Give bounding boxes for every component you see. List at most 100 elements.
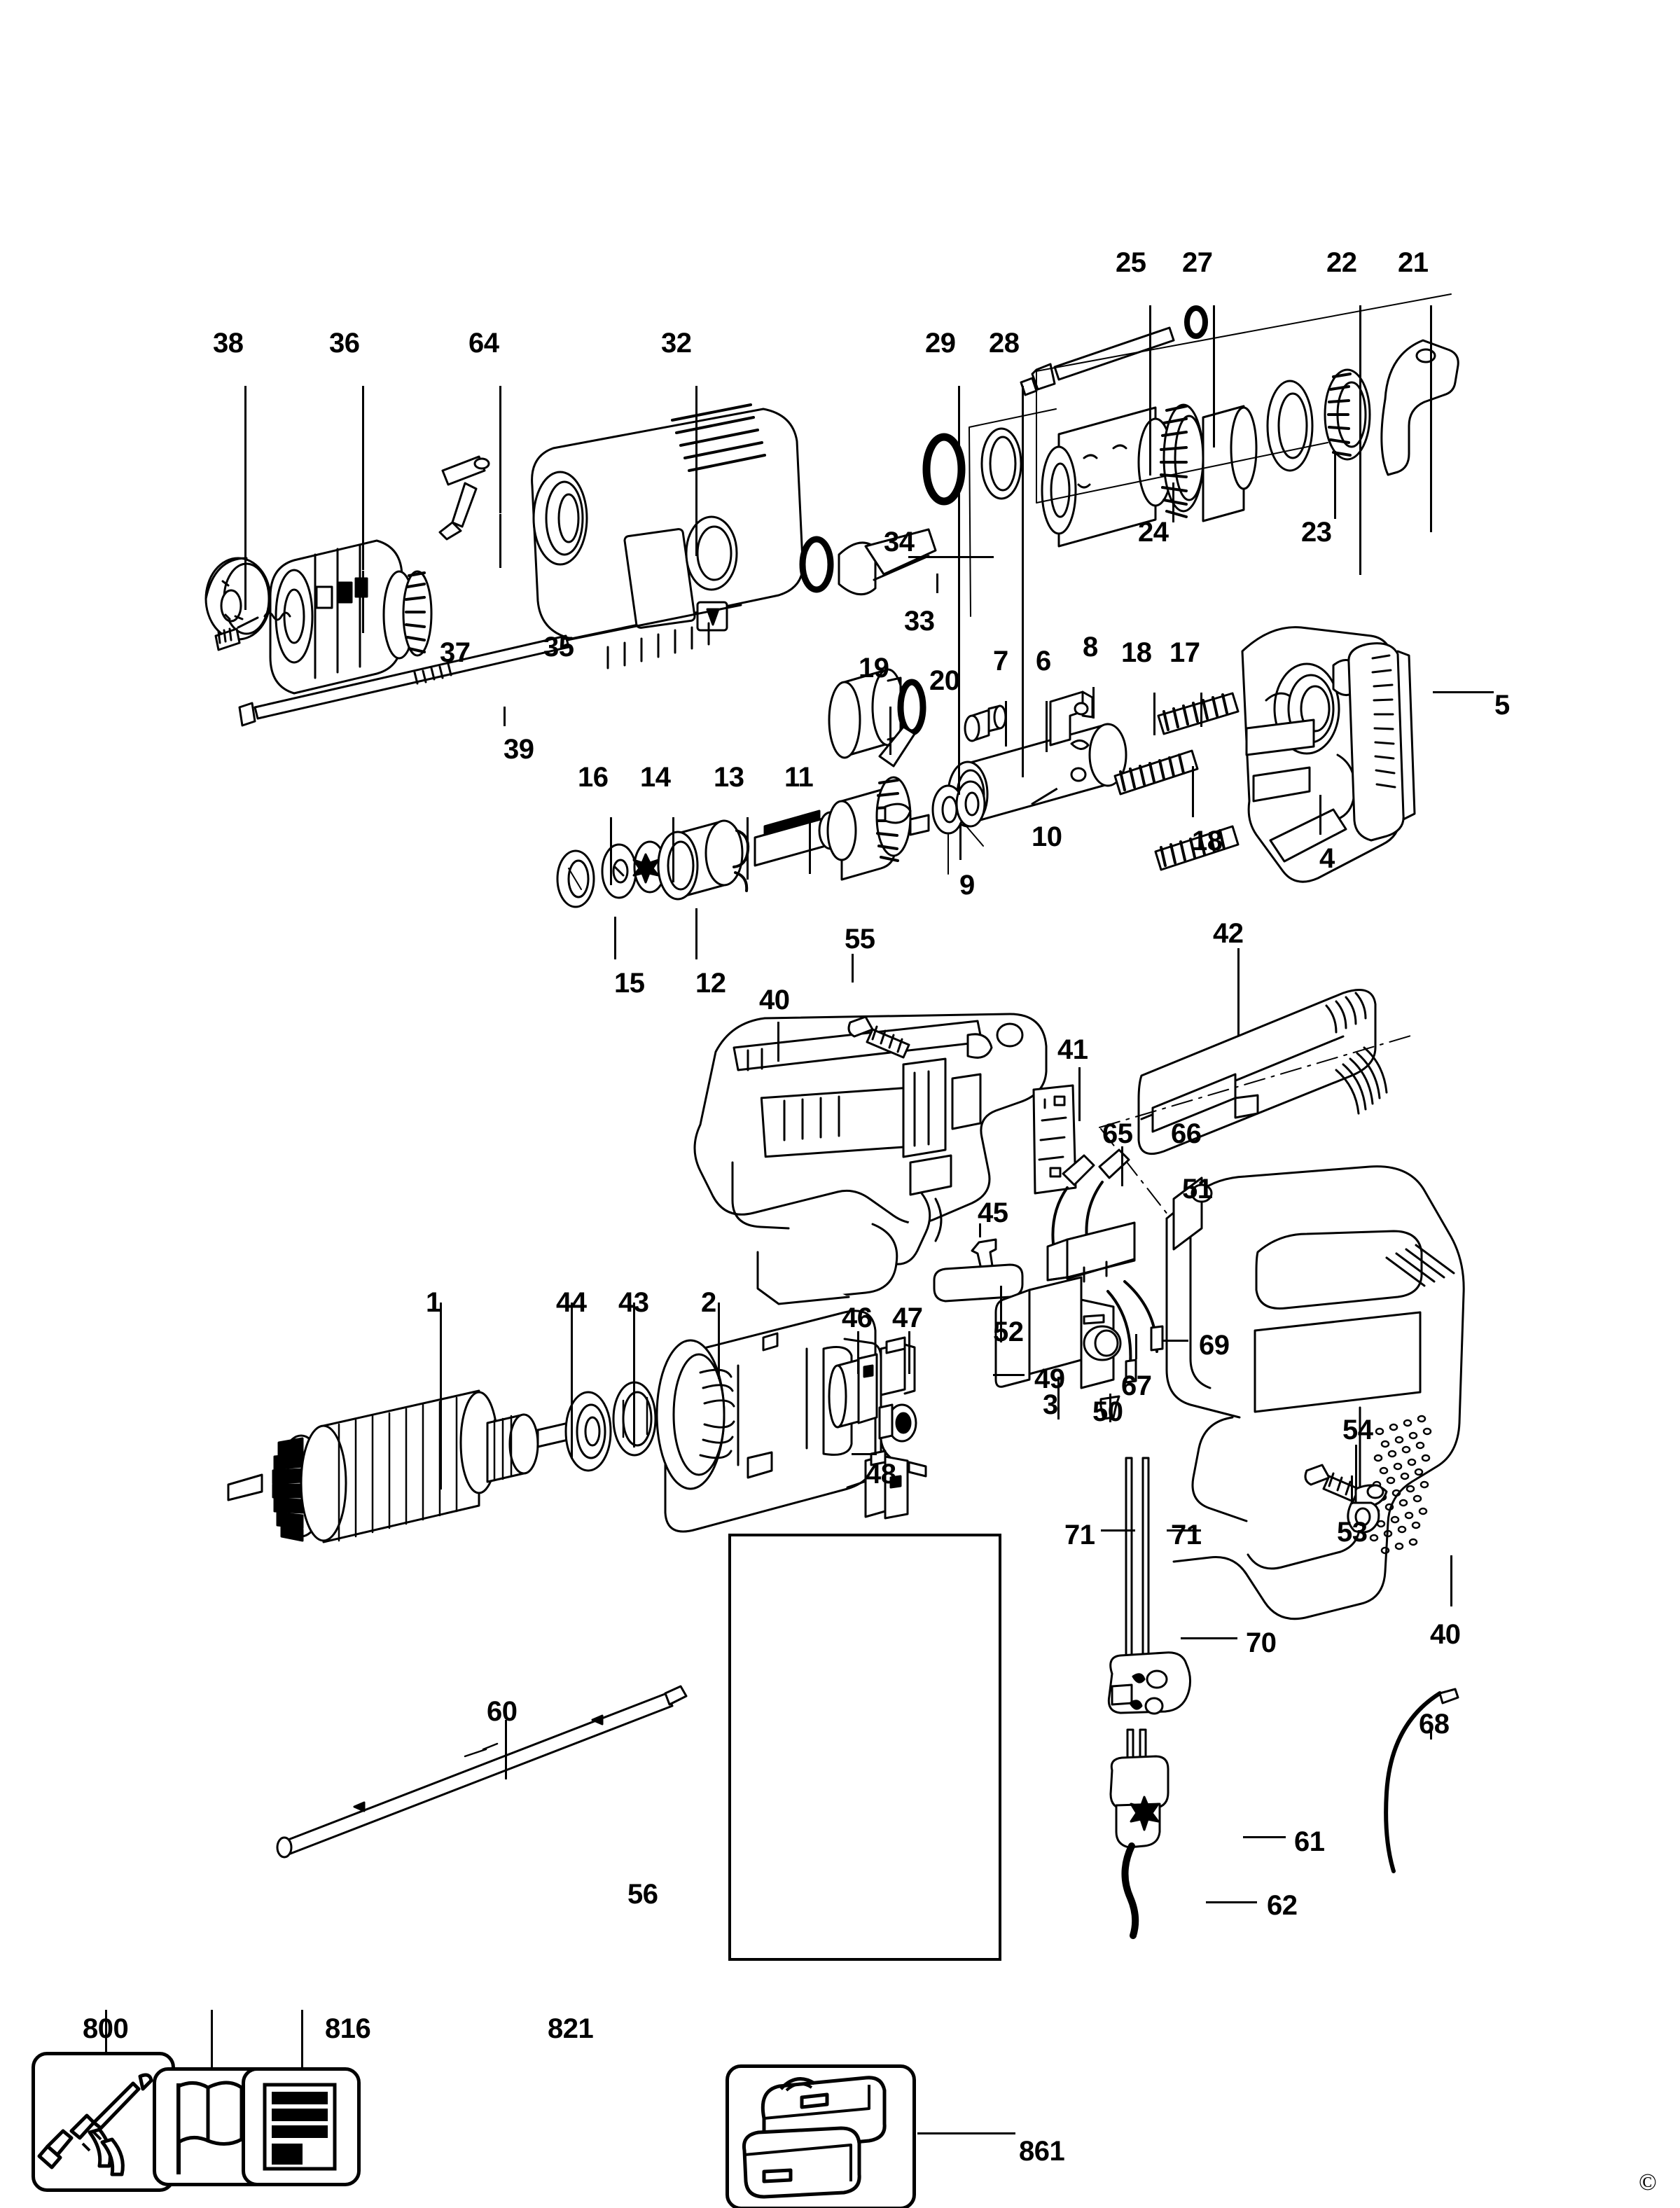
leader-extra-37	[440, 1303, 442, 1490]
callout-54: 54	[1342, 1415, 1373, 1445]
leader-extra-16	[852, 954, 854, 983]
leader-extra-7	[936, 574, 938, 593]
leader-extra-38	[571, 1303, 573, 1459]
callout-17: 17	[1169, 637, 1200, 668]
part-23-thrust-washer	[1266, 380, 1314, 472]
callout-19: 19	[859, 653, 889, 683]
grip-texture	[1369, 1415, 1432, 1555]
callout-861: 861	[1019, 2136, 1065, 2167]
callout-40b: 40	[1430, 1619, 1461, 1650]
leader-extra-33	[1243, 1836, 1286, 1838]
callout-71a: 71	[1064, 1520, 1095, 1550]
callout-36: 36	[329, 328, 360, 359]
leader-25	[1149, 305, 1151, 475]
part-42-cord-plate	[1137, 989, 1388, 1155]
leader-extra-21	[1121, 1146, 1123, 1186]
leader-extra-35	[1430, 1723, 1432, 1740]
leader-extra-14	[959, 823, 962, 860]
leader-extra-6	[908, 556, 994, 558]
callout-69: 69	[1199, 1330, 1230, 1361]
leader-extra-34	[1206, 1901, 1257, 1903]
part-12-bearing	[657, 819, 750, 901]
callout-28: 28	[989, 328, 1020, 359]
part-65-lead	[1051, 1154, 1095, 1245]
leader-extra-41	[857, 1331, 859, 1374]
callout-53: 53	[1337, 1517, 1368, 1548]
callout-9: 9	[959, 870, 975, 901]
leader-extra-42	[908, 1331, 910, 1374]
leader-821	[301, 2010, 303, 2069]
part-16-washer	[556, 849, 595, 908]
callout-41: 41	[1057, 1034, 1088, 1065]
leader-21	[1430, 305, 1432, 532]
leader-extra-19	[1237, 948, 1240, 1036]
callout-11: 11	[784, 762, 814, 793]
icon-box-861	[726, 2064, 916, 2208]
part-51-switch	[1046, 1221, 1136, 1283]
callout-52: 52	[993, 1317, 1024, 1347]
callout-61: 61	[1294, 1826, 1325, 1857]
callout-821: 821	[548, 2013, 594, 2044]
callout-800: 800	[83, 2013, 129, 2044]
leader-7	[1005, 701, 1007, 747]
leader-800	[105, 2010, 107, 2053]
callout-45: 45	[978, 1197, 1008, 1228]
callout-21: 21	[1398, 247, 1429, 278]
part-48-brush-holder	[864, 1450, 909, 1520]
part-35-spring	[263, 611, 291, 621]
part-28-washer	[980, 427, 1022, 500]
callout-16: 16	[578, 762, 609, 793]
callout-23: 23	[1301, 517, 1332, 548]
callout-49: 49	[1034, 1363, 1065, 1394]
leader-816	[211, 2010, 213, 2069]
callout-70: 70	[1246, 1627, 1277, 1658]
caulk-gun-icon	[37, 2073, 153, 2176]
leader-extra-11	[504, 707, 506, 726]
part-44-bearing	[564, 1391, 612, 1472]
part-34-oring	[799, 536, 834, 593]
callout-15: 15	[614, 968, 645, 999]
callout-47: 47	[892, 1303, 923, 1333]
leader-24	[1172, 482, 1174, 522]
callout-34: 34	[884, 527, 915, 557]
leader-extra-4	[958, 691, 960, 795]
leader-64	[499, 386, 501, 513]
part-33-selector-lever	[838, 528, 937, 596]
part-40-motor-housing-left	[693, 1013, 1048, 1305]
part-18-spring-mid	[1113, 749, 1199, 796]
leader-extra-12	[614, 917, 616, 959]
leader-extra-24	[1109, 1394, 1111, 1422]
part-67-lead	[1106, 1290, 1137, 1384]
toolbox-icon	[742, 2076, 887, 2199]
leader-14	[672, 817, 674, 882]
leader-extra-36	[505, 1720, 507, 1779]
callout-14: 14	[640, 762, 671, 793]
leader-extra-3	[695, 506, 697, 556]
leader-extra-0	[244, 556, 247, 610]
leader-22	[1359, 305, 1361, 575]
part-54-screw	[1304, 1464, 1360, 1503]
label-plate-icon	[263, 2083, 337, 2171]
callout-18b: 18	[1192, 826, 1223, 856]
leader-36	[362, 386, 364, 570]
leader-extra-27	[1355, 1445, 1357, 1490]
callout-68: 68	[1419, 1709, 1450, 1740]
leader-extra-29	[1450, 1555, 1452, 1606]
leader-extra-8	[1433, 691, 1494, 693]
leader-extra-10	[1192, 766, 1194, 817]
part-17-spring	[1157, 692, 1240, 735]
callout-25: 25	[1116, 247, 1146, 278]
part-40-motor-housing-right	[1165, 1165, 1465, 1620]
part-5-gasket	[1347, 642, 1416, 842]
leader-8	[1092, 687, 1095, 718]
part-61-strain-relief	[1109, 1728, 1169, 1939]
leader-extra-22	[1000, 1286, 1002, 1342]
part-29-oring	[922, 433, 966, 506]
leader-11	[809, 817, 811, 874]
callout-71b: 71	[1171, 1520, 1202, 1550]
leader-19	[889, 707, 891, 755]
leader-extra-43	[993, 1374, 1025, 1376]
part-7-pin	[964, 704, 1007, 742]
callout-37: 37	[440, 637, 471, 668]
callout-55: 55	[845, 924, 875, 954]
